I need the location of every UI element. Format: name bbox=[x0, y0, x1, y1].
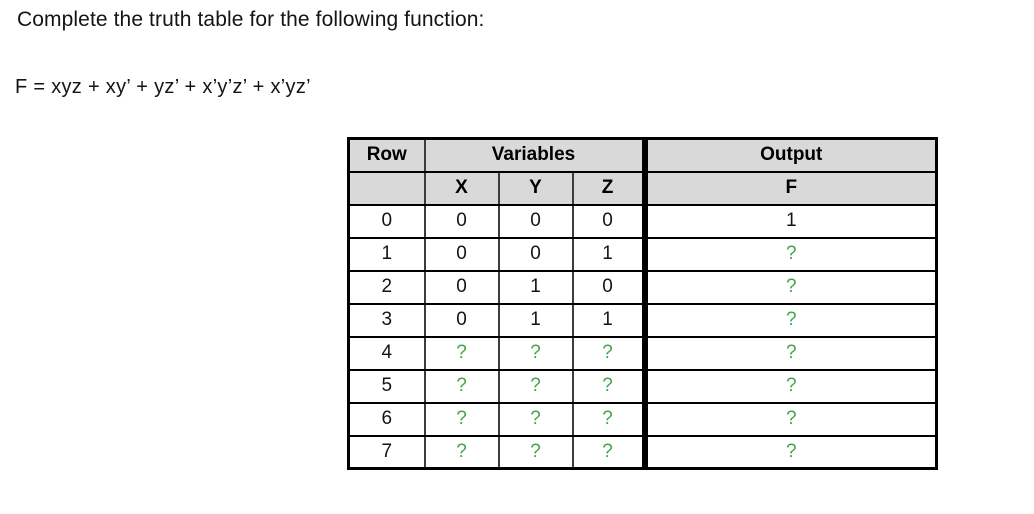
row-number: 0 bbox=[347, 203, 426, 239]
header-variables-label: Variables bbox=[423, 137, 646, 173]
table-row: 4 ? ? ? ? bbox=[347, 335, 938, 371]
cell-f: ? bbox=[641, 434, 938, 470]
row-number: 7 bbox=[347, 434, 426, 470]
cell-y: ? bbox=[497, 434, 574, 470]
table-row: 1 0 0 1 ? bbox=[347, 236, 938, 272]
cell-z: ? bbox=[571, 335, 646, 371]
row-number: 4 bbox=[347, 335, 426, 371]
header-empty-cell bbox=[347, 170, 426, 206]
header-col-x: X bbox=[423, 170, 500, 206]
cell-z: ? bbox=[571, 434, 646, 470]
header-col-f: F bbox=[641, 170, 938, 206]
cell-x: 0 bbox=[423, 236, 500, 272]
cell-x: ? bbox=[423, 368, 500, 404]
cell-z: 0 bbox=[571, 203, 646, 239]
row-number: 6 bbox=[347, 401, 426, 437]
header-row-label: Row bbox=[347, 137, 426, 173]
header-output-label: Output bbox=[641, 137, 938, 173]
cell-f: ? bbox=[641, 302, 938, 338]
table-row: 6 ? ? ? ? bbox=[347, 401, 938, 437]
cell-z: 1 bbox=[571, 302, 646, 338]
table-row: 3 0 1 1 ? bbox=[347, 302, 938, 338]
table-row: 5 ? ? ? ? bbox=[347, 368, 938, 404]
cell-f: ? bbox=[641, 236, 938, 272]
truth-table: Row Variables Output X Y Z F 0 0 0 0 1 1 bbox=[347, 137, 938, 470]
cell-y: 0 bbox=[497, 203, 574, 239]
cell-y: ? bbox=[497, 368, 574, 404]
row-number: 3 bbox=[347, 302, 426, 338]
cell-f: ? bbox=[641, 401, 938, 437]
cell-x: 0 bbox=[423, 203, 500, 239]
cell-z: ? bbox=[571, 368, 646, 404]
table-row: 7 ? ? ? ? bbox=[347, 434, 938, 470]
cell-y: ? bbox=[497, 401, 574, 437]
cell-z: ? bbox=[571, 401, 646, 437]
cell-f: ? bbox=[641, 368, 938, 404]
boolean-function-formula: F = xyz + xy’ + yz’ + x’y’z’ + x’yz’ bbox=[15, 76, 311, 98]
cell-f: 1 bbox=[641, 203, 938, 239]
table-header-row-2: X Y Z F bbox=[347, 170, 938, 206]
row-number: 2 bbox=[347, 269, 426, 305]
table-row: 0 0 0 0 1 bbox=[347, 203, 938, 239]
cell-x: 0 bbox=[423, 269, 500, 305]
cell-f: ? bbox=[641, 269, 938, 305]
cell-y: ? bbox=[497, 335, 574, 371]
cell-y: 0 bbox=[497, 236, 574, 272]
cell-x: ? bbox=[423, 401, 500, 437]
cell-x: ? bbox=[423, 434, 500, 470]
cell-x: 0 bbox=[423, 302, 500, 338]
table-header-row-1: Row Variables Output bbox=[347, 137, 938, 173]
cell-x: ? bbox=[423, 335, 500, 371]
row-number: 5 bbox=[347, 368, 426, 404]
table-row: 2 0 1 0 ? bbox=[347, 269, 938, 305]
cell-z: 1 bbox=[571, 236, 646, 272]
row-number: 1 bbox=[347, 236, 426, 272]
header-col-y: Y bbox=[497, 170, 574, 206]
cell-y: 1 bbox=[497, 302, 574, 338]
header-col-z: Z bbox=[571, 170, 646, 206]
cell-f: ? bbox=[641, 335, 938, 371]
cell-z: 0 bbox=[571, 269, 646, 305]
page-title: Complete the truth table for the followi… bbox=[17, 8, 485, 31]
cell-y: 1 bbox=[497, 269, 574, 305]
